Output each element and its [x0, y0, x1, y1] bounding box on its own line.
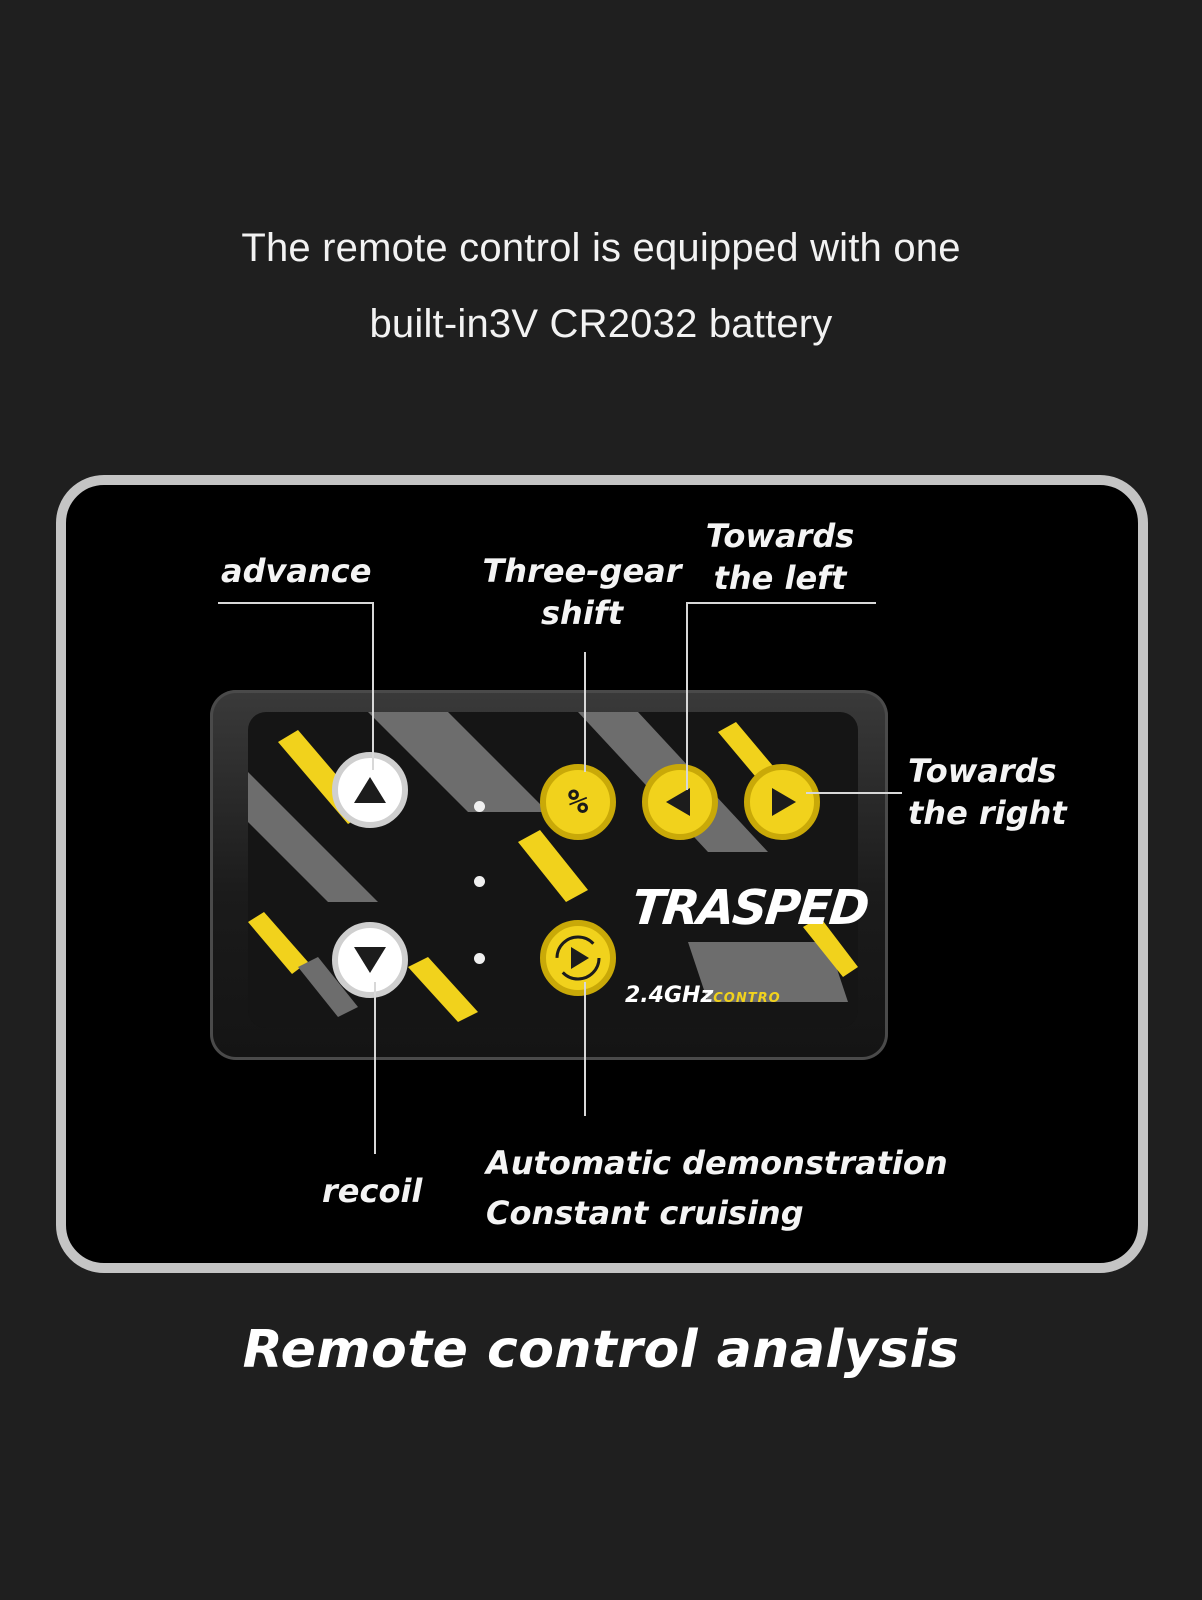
shift-leader-v: [584, 652, 586, 772]
frequency-label: 2.4GHzCONTRO: [625, 983, 781, 1008]
label-three-gear-line2: shift: [540, 594, 623, 632]
brand-logo: TRASPED: [629, 880, 871, 936]
percent-icon: %: [567, 782, 589, 822]
advance-leader-h: [218, 602, 374, 604]
down-arrow-icon: [354, 947, 386, 973]
label-auto: Automatic demonstration Constant cruisin…: [486, 1138, 948, 1238]
label-right-line2: the right: [908, 794, 1067, 832]
label-three-gear-line1: Three-gear: [482, 552, 682, 590]
heading-line-1: The remote control is equipped with one: [241, 226, 961, 270]
left-leader-h: [686, 602, 876, 604]
advance-button[interactable]: [332, 752, 408, 828]
label-three-gear: Three-gear shift: [482, 550, 682, 634]
right-arrow-icon: [772, 788, 796, 816]
label-recoil: recoil: [322, 1172, 423, 1210]
indicator-dot-3: [474, 953, 485, 964]
advance-leader-v: [372, 602, 374, 770]
auto-demo-button[interactable]: [540, 920, 616, 996]
up-arrow-icon: [354, 777, 386, 803]
play-cycle-icon: [555, 935, 601, 981]
remote-control-device: [210, 690, 888, 1060]
recoil-leader-v: [374, 982, 376, 1154]
label-left: Towards the left: [700, 515, 860, 599]
caption: Remote control analysis: [242, 1320, 960, 1380]
right-button[interactable]: [744, 764, 820, 840]
auto-leader-v: [584, 982, 586, 1116]
left-arrow-icon: [666, 788, 690, 816]
three-gear-shift-button[interactable]: %: [540, 764, 616, 840]
label-left-line2: the left: [713, 559, 847, 597]
heading: The remote control is equipped with one …: [0, 210, 1202, 362]
recoil-button[interactable]: [332, 922, 408, 998]
left-button[interactable]: [642, 764, 718, 840]
indicator-dot-2: [474, 876, 485, 887]
frequency-sub: CONTRO: [713, 991, 781, 1006]
right-leader-h: [806, 792, 902, 794]
label-advance: advance: [221, 552, 372, 590]
label-auto-line1: Automatic demonstration: [486, 1144, 948, 1182]
label-right: Towards the right: [908, 750, 1067, 834]
frequency-value: 2.4GHz: [625, 983, 714, 1008]
left-leader-v: [686, 602, 688, 790]
left-button-inner: [655, 777, 705, 827]
label-right-line1: Towards: [908, 752, 1057, 790]
label-auto-line2: Constant cruising: [486, 1194, 804, 1232]
indicator-dot-1: [474, 801, 485, 812]
heading-line-2: built-in3V CR2032 battery: [369, 302, 833, 346]
label-left-line1: Towards: [705, 517, 855, 555]
